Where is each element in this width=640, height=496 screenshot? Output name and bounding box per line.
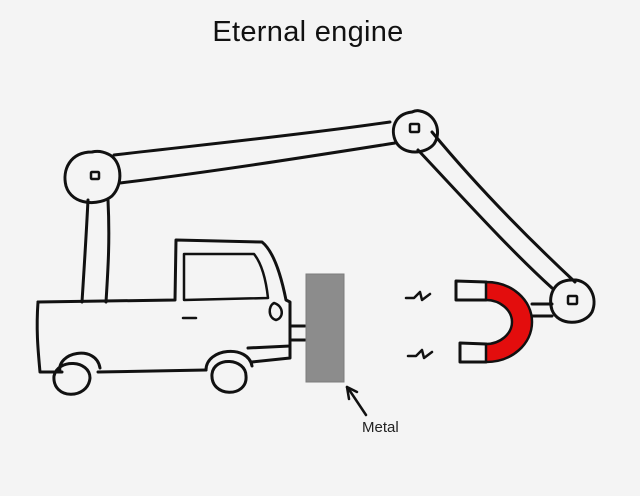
pivot-left <box>63 149 122 205</box>
front-wheel <box>210 360 248 394</box>
rear-wheel <box>52 362 92 396</box>
magnet <box>454 279 554 364</box>
boom-arm-lower <box>416 130 577 290</box>
front-wheel-arch <box>204 350 254 372</box>
pivot-middle <box>391 109 439 154</box>
boom-arm-upper <box>112 120 397 185</box>
rear-wheel-arch <box>58 351 102 374</box>
metal-pointer-arrow <box>345 385 368 417</box>
truck <box>35 238 307 396</box>
diagram-title: Eternal engine <box>212 16 404 48</box>
pivot-magnet <box>549 278 596 324</box>
magnetic-field-lines <box>404 290 434 360</box>
crane-column <box>80 198 111 304</box>
metal-plate <box>305 273 345 383</box>
metal-label: Metal <box>362 419 399 436</box>
